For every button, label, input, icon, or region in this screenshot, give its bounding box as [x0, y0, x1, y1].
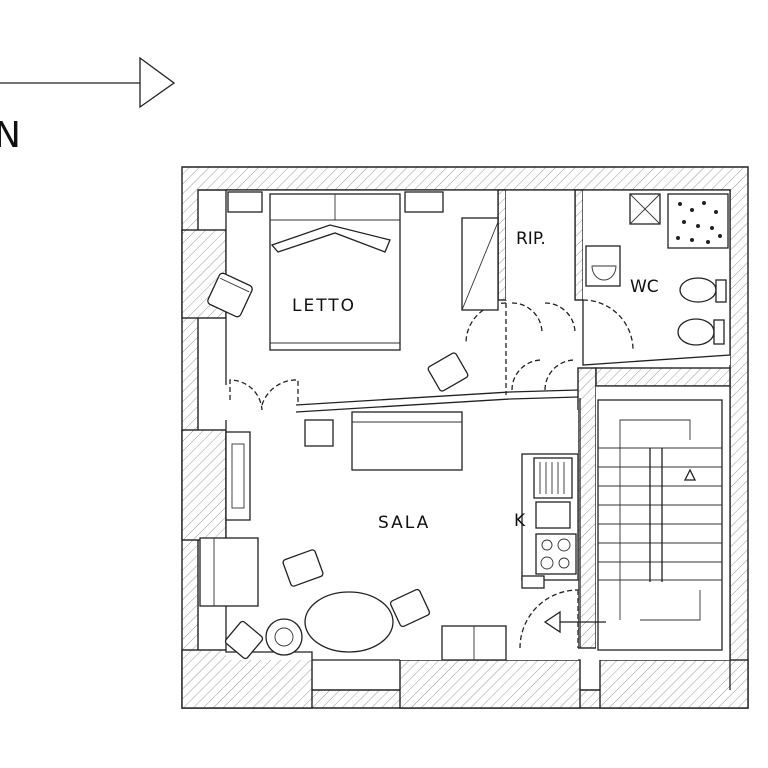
- desk: [199, 537, 259, 607]
- nightstand-right: [404, 191, 444, 213]
- room-label-kitchen: K: [514, 511, 526, 531]
- kitchen-counter: [521, 453, 579, 589]
- bedroom-armchair: [207, 272, 253, 318]
- double-bed: [269, 193, 401, 351]
- toilet: [679, 277, 727, 303]
- chair-left: [224, 620, 264, 660]
- side-table: [304, 419, 334, 447]
- dining-table: [304, 591, 394, 653]
- room-label-wc: WC: [630, 277, 659, 297]
- north-arrow: [0, 56, 176, 109]
- room-label-ripostiglio: RIP.: [516, 229, 546, 249]
- bedroom-chair: [427, 352, 469, 392]
- nightstand-left: [227, 191, 263, 213]
- staircase: [597, 399, 723, 651]
- sideboard: [441, 625, 507, 661]
- north-label: N: [0, 115, 21, 156]
- room-label-letto: LETTO: [292, 296, 356, 316]
- linen-cabinet: [629, 193, 661, 225]
- entrance-arrow: [543, 610, 606, 634]
- chair-top: [282, 549, 324, 587]
- sofa: [351, 411, 463, 471]
- chair-right: [389, 588, 431, 628]
- wardrobe: [461, 217, 499, 311]
- shower-tray: [667, 193, 729, 249]
- doors: [229, 299, 634, 649]
- fireplace: [225, 431, 251, 521]
- bidet: [677, 318, 725, 346]
- room-label-sala: SALA: [378, 513, 430, 533]
- round-stool: [265, 618, 303, 656]
- washbasin: [585, 245, 621, 287]
